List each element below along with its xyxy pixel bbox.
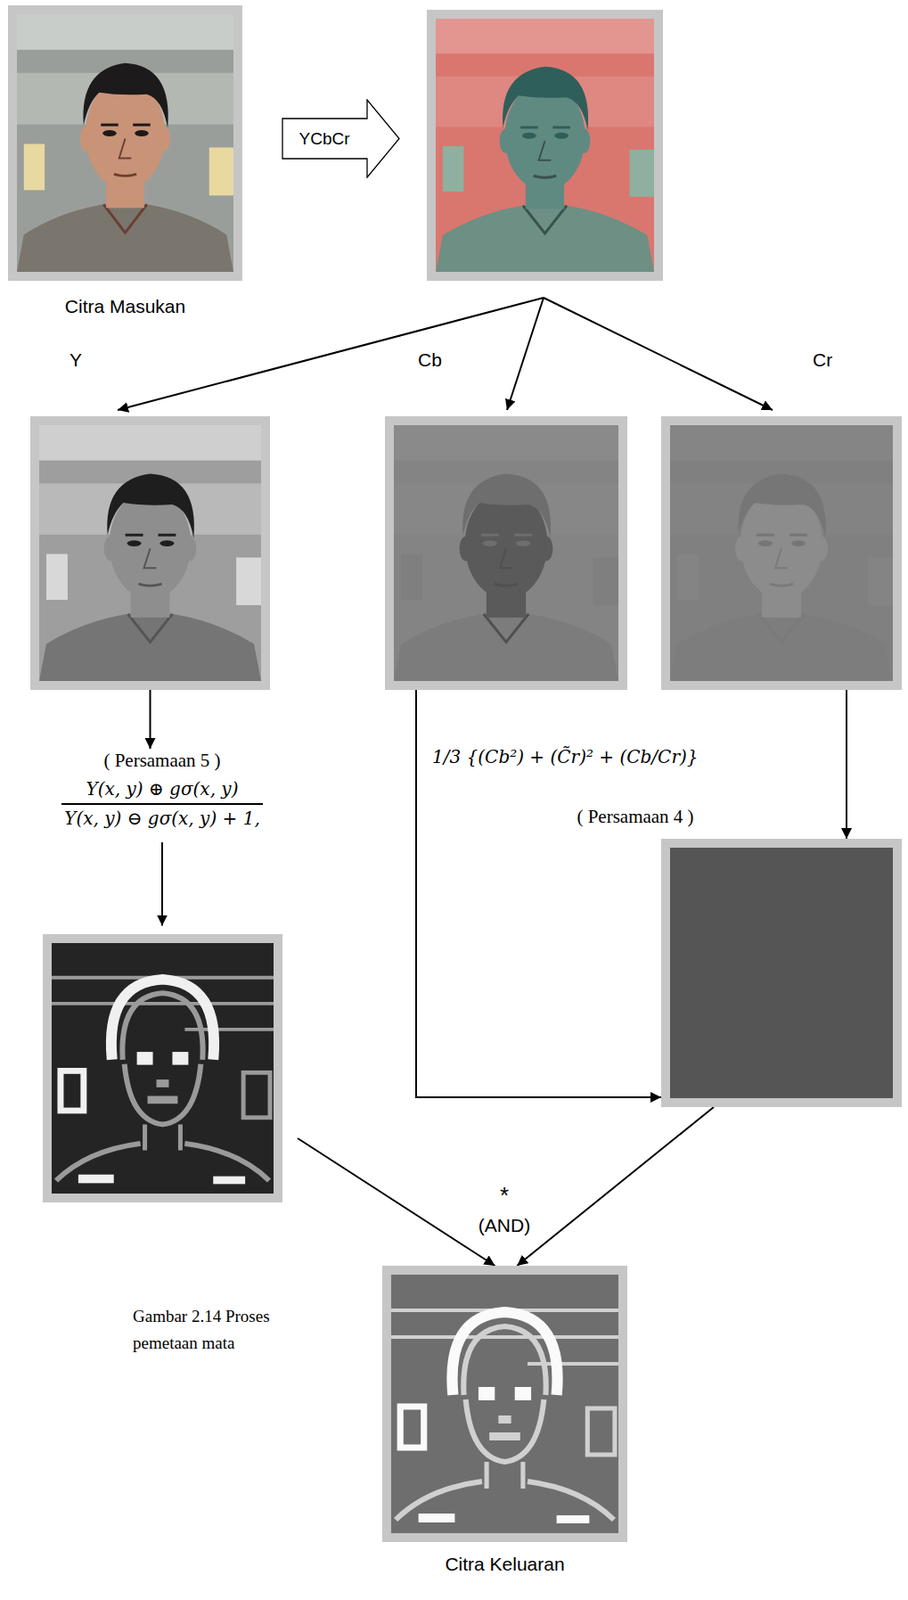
equation-image: ( Persamaan 5 ) Y(x, y) ⊕ gσ(x, y) Y(x, y)…: [26, 748, 298, 1203]
channel-image: Cb: [384, 416, 628, 690]
equation-image: 1/3 {(Cb²) + (C̃r)² + (Cb/Cr)}( Persamaa…: [661, 838, 902, 1107]
channel-label: Cb: [417, 348, 442, 372]
equation-term: Y(x, y) ⊕ gσ(x, y): [86, 777, 239, 801]
arrow-spacer: [26, 829, 298, 935]
connector-arrow: [149, 689, 152, 749]
image-frame: [30, 416, 270, 690]
image-frame: [8, 5, 243, 281]
channel-label: Y: [69, 348, 82, 372]
block-arrow: YCbCr: [281, 98, 401, 179]
image-frame: [661, 838, 902, 1107]
image-frame: [382, 1265, 628, 1542]
equation-term: 1/3 {(Cb²) + (C̃r)² + (Cb/Cr)}: [432, 744, 698, 769]
photo-illustration: [393, 425, 619, 681]
connector-arrow: [516, 1106, 714, 1266]
figure-caption: Gambar 2.14 Proses pemetaan mata: [132, 1302, 316, 1357]
equation-term: Y(x, y) ⊖ gσ(x, y) + 1,: [64, 806, 260, 830]
channel-image: Y: [30, 416, 270, 690]
split-arrow: [543, 297, 773, 410]
photo-illustration: [16, 14, 234, 272]
channel-image: Cr: [661, 416, 902, 690]
input-image: Citra Masukan: [8, 5, 243, 319]
channel-label: Cr: [812, 348, 833, 372]
connector-arrow: [845, 689, 848, 839]
split-arrow: [507, 297, 544, 410]
equation-name: ( Persamaan 5 ): [26, 748, 298, 772]
photo-illustration: [39, 425, 262, 681]
photo-illustration: [670, 425, 893, 681]
fraction-bar: [61, 802, 262, 805]
image-frame: [42, 933, 283, 1203]
image-frame: [661, 416, 902, 690]
flow-arrow: [26, 829, 298, 935]
operator-label: (AND): [478, 1213, 531, 1237]
image-caption: Citra Masukan: [8, 294, 243, 319]
connector-arrow: [297, 1137, 496, 1266]
ycbcr-image: [426, 9, 663, 281]
arrow-label: YCbCr: [298, 128, 350, 150]
photo-illustration: [435, 18, 655, 272]
image-caption: Citra Keluaran: [382, 1552, 628, 1576]
operator-label: *: [499, 1182, 509, 1208]
photo-illustration: [51, 942, 274, 1194]
equation-name: ( Persamaan 4 ): [576, 804, 694, 828]
photo-illustration: [391, 1274, 619, 1533]
flat-image: [670, 847, 893, 1098]
image-frame: [384, 416, 628, 690]
output-image: Citra Keluaran: [382, 1265, 628, 1576]
